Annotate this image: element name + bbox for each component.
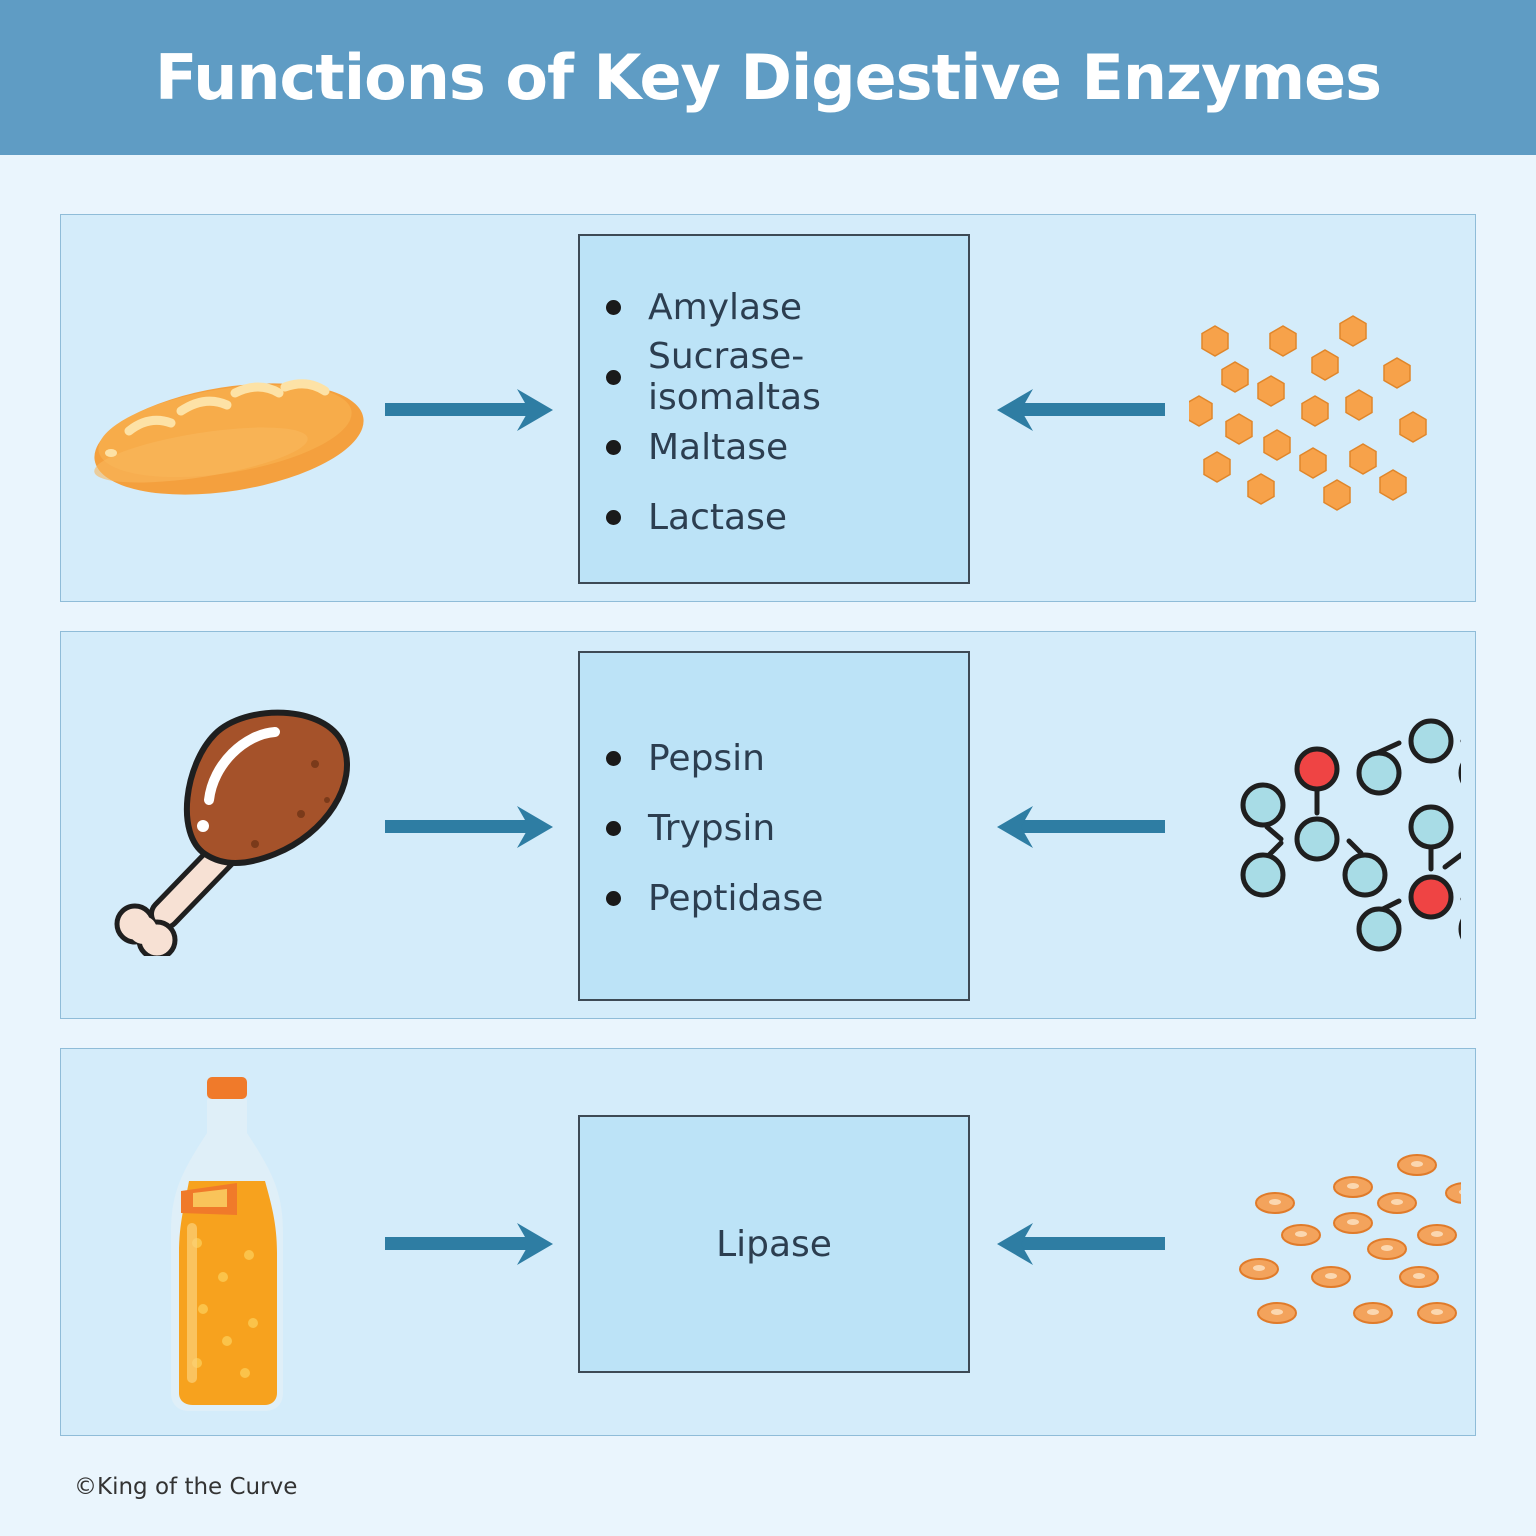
hexagon-molecule <box>1225 413 1253 445</box>
enzyme-box-fats: Lipase <box>578 1115 970 1373</box>
fat-droplet-highlight <box>1271 1309 1283 1315</box>
hexagon-molecule <box>1345 389 1373 421</box>
fat-droplet-highlight <box>1391 1199 1403 1205</box>
enzyme-item: Lactase <box>606 482 968 552</box>
left-arrow-icon <box>997 806 1165 848</box>
hexagon-molecule <box>1339 315 1367 347</box>
hexagon-molecule <box>1201 325 1229 357</box>
fat-droplet <box>1445 1182 1461 1204</box>
right-arrow-icon <box>385 389 553 431</box>
hexagon-molecule <box>1257 375 1285 407</box>
enzyme-item: Trypsin <box>606 793 823 863</box>
fat-droplet-highlight <box>1269 1199 1281 1205</box>
enzyme-name: Maltase <box>648 426 789 468</box>
enzyme-item: Maltase <box>606 412 968 482</box>
enzyme-name: Peptidase <box>648 877 824 919</box>
hexagon-molecule <box>1311 349 1339 381</box>
bullet-icon <box>606 890 621 906</box>
hexagon-molecule <box>1301 395 1329 427</box>
fat-droplet-highlight <box>1411 1161 1423 1167</box>
hexagon-molecule <box>1203 451 1231 483</box>
hexagon-molecule <box>1323 479 1351 511</box>
enzyme-item: Pepsin <box>606 723 823 793</box>
fat-droplet-highlight <box>1367 1309 1379 1315</box>
fat-panel: Lipase <box>60 1048 1476 1436</box>
amino-acid-chain-icon <box>1240 718 1461 952</box>
fat-droplet-highlight <box>1431 1309 1443 1315</box>
enzyme-item: Amylase <box>606 272 968 342</box>
hexagon-molecule <box>1349 443 1377 475</box>
fat-droplet-highlight <box>1459 1189 1461 1195</box>
fat-droplet-highlight <box>1413 1273 1425 1279</box>
fat-droplet-highlight <box>1325 1273 1337 1279</box>
fat-droplet-highlight <box>1295 1231 1307 1237</box>
copyright-footer: ©King of the Curve <box>74 1474 298 1500</box>
oil-bottle-icon <box>171 1077 283 1411</box>
bullet-icon <box>606 369 621 385</box>
enzyme-name: Sucrase-isomaltas <box>648 336 821 418</box>
enzyme-name: Trypsin <box>648 807 776 849</box>
enzyme-name: Amylase <box>648 286 802 328</box>
left-arrow-icon <box>997 389 1165 431</box>
header-banner: Functions of Key Digestive Enzymes <box>0 0 1536 155</box>
enzyme-box-proteins: Pepsin Trypsin Peptidase <box>578 651 970 1001</box>
fat-droplet-highlight <box>1253 1265 1265 1271</box>
hexagon-molecule <box>1221 361 1249 393</box>
left-arrow-icon <box>997 1223 1165 1265</box>
bullet-icon <box>606 299 621 315</box>
fat-droplet-highlight <box>1431 1231 1443 1237</box>
hexagon-molecule <box>1379 469 1407 501</box>
protein-panel: Pepsin Trypsin Peptidase <box>60 631 1476 1019</box>
hexagon-molecule <box>1299 447 1327 479</box>
enzyme-list: Amylase Sucrase-isomaltas Maltase Lactas… <box>606 272 968 552</box>
bullet-icon <box>606 820 621 836</box>
fat-droplets-icon <box>1239 1154 1461 1324</box>
hexagon-molecule <box>1263 429 1291 461</box>
enzyme-list: Pepsin Trypsin Peptidase <box>606 723 823 933</box>
fat-droplet-highlight <box>1347 1183 1359 1189</box>
bullet-icon <box>606 750 621 766</box>
enzyme-item: Sucrase-isomaltas <box>606 336 968 418</box>
page-title: Functions of Key Digestive Enzymes <box>154 41 1382 114</box>
right-arrow-icon <box>385 1223 553 1265</box>
enzyme-item: Peptidase <box>606 863 823 933</box>
hexagon-molecule <box>1269 325 1297 357</box>
fat-droplet-highlight <box>1347 1219 1359 1225</box>
enzyme-name: Pepsin <box>648 737 765 779</box>
fat-droplet-highlight <box>1381 1245 1393 1251</box>
right-arrow-icon <box>385 806 553 848</box>
hexagon-molecule <box>1247 473 1275 505</box>
hexagon-molecule <box>1189 395 1213 427</box>
enzyme-box-carbohydrates: Amylase Sucrase-isomaltas Maltase Lactas… <box>578 234 970 584</box>
bread-icon <box>94 379 364 495</box>
chicken-leg-icon <box>114 709 350 956</box>
hexagon-molecule <box>1399 411 1427 443</box>
glucose-hexagons-icon <box>1189 315 1427 511</box>
carbohydrate-panel: Amylase Sucrase-isomaltas Maltase Lactas… <box>60 214 1476 602</box>
enzyme-name: Lipase <box>716 1223 832 1265</box>
enzyme-name: Lactase <box>648 496 787 538</box>
hexagon-molecule <box>1383 357 1411 389</box>
bullet-icon <box>606 509 621 525</box>
bullet-icon <box>606 439 621 455</box>
